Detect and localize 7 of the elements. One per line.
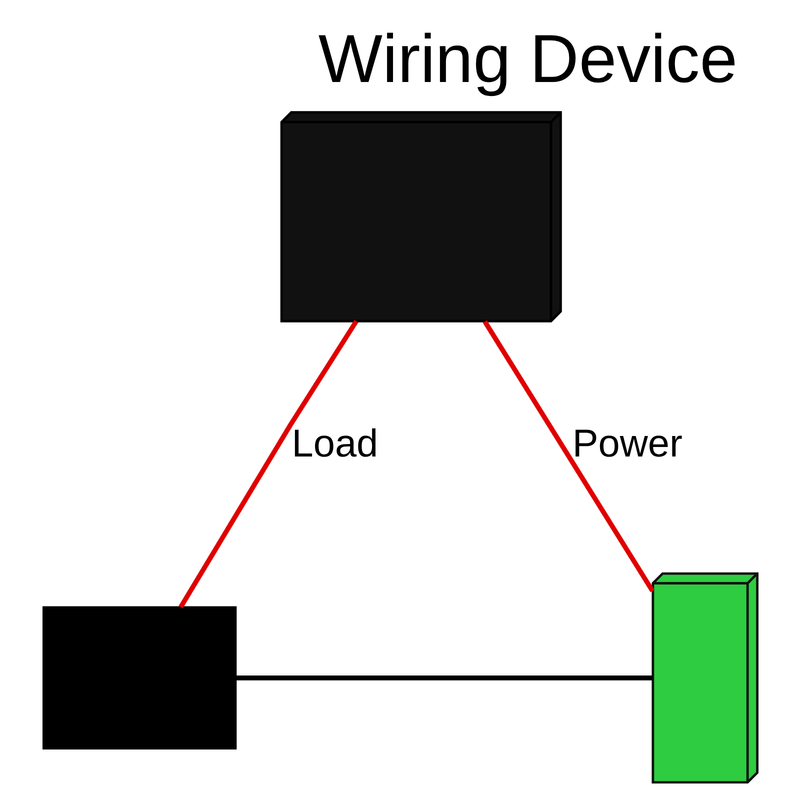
node-box (42, 606, 236, 750)
connector (482, 320, 654, 592)
diagram-title: Wiring Device (318, 20, 737, 97)
connector (178, 320, 358, 608)
connector (236, 675, 652, 680)
edge-label: Load (291, 422, 378, 466)
edge-label: Power (572, 422, 682, 466)
